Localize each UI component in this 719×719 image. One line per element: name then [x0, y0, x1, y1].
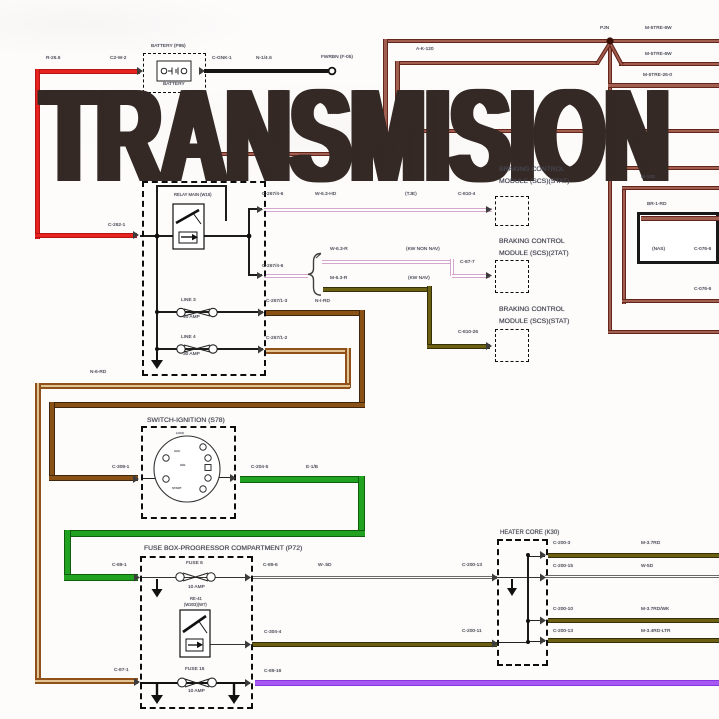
svg-text:TRANSMISION: TRANSMISION	[43, 62, 671, 209]
svg-text:TRANSMISION: TRANSMISION	[45, 62, 673, 209]
svg-text:TRANSMISION: TRANSMISION	[47, 62, 675, 209]
svg-text:TRANSMISION: TRANSMISION	[39, 62, 667, 209]
svg-text:TRANSMISION: TRANSMISION	[41, 62, 669, 209]
svg-text:TRANSMISION: TRANSMISION	[37, 62, 665, 209]
